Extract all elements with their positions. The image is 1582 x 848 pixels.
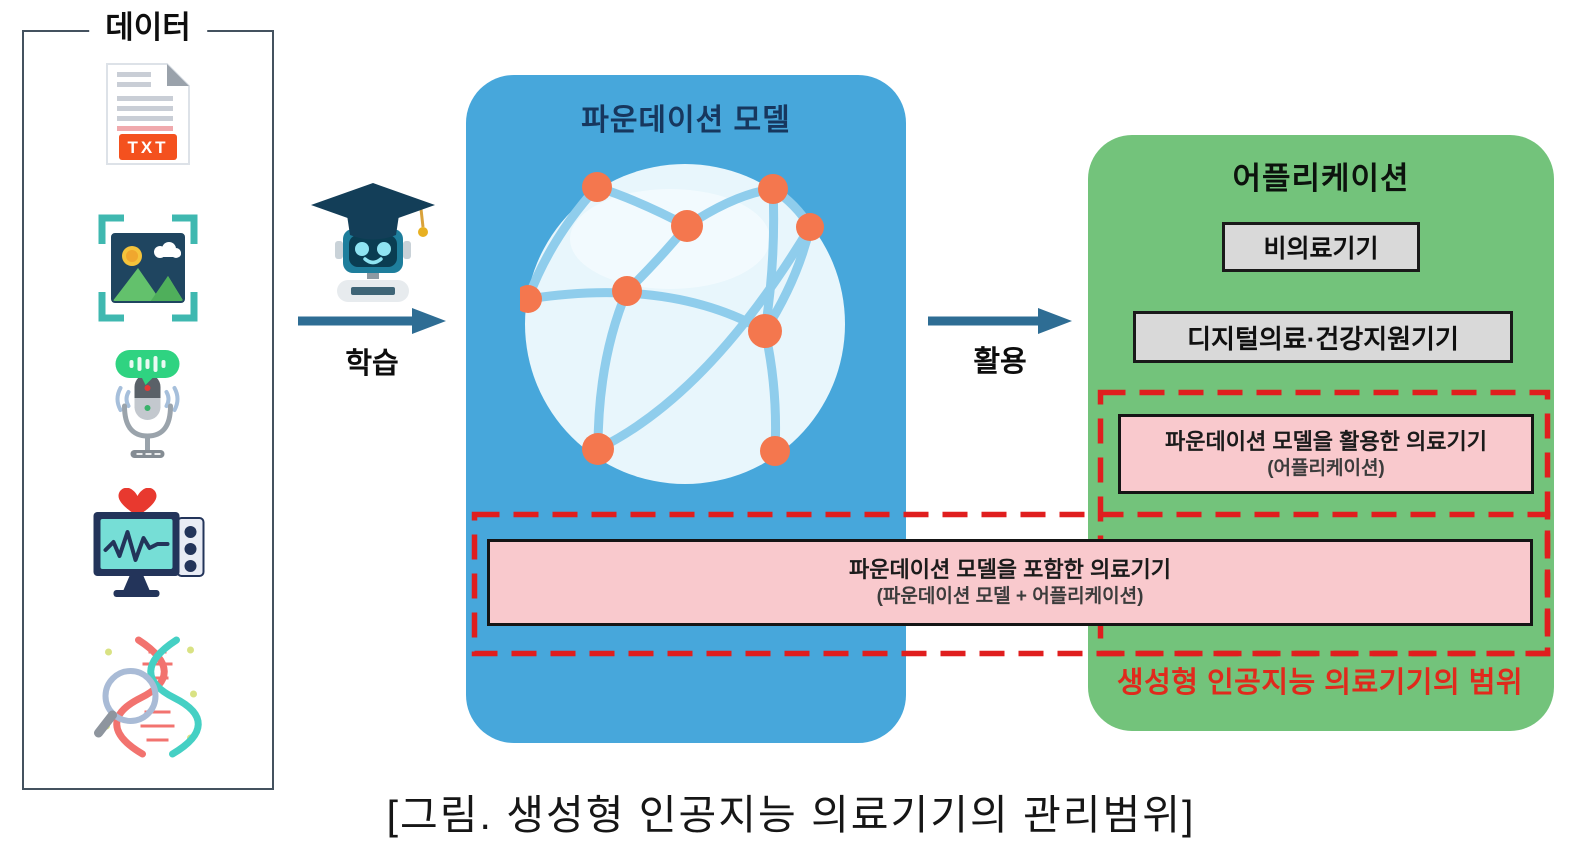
fm-applied-device-subtitle: (어플리케이션) bbox=[1267, 457, 1385, 479]
vital-signal-data-icon bbox=[93, 488, 205, 597]
generative-ai-scope-label: 생성형 인공지능 의료기기의 범위 bbox=[1116, 667, 1524, 699]
learn-arrow-icon bbox=[298, 308, 446, 334]
text-data-icon: TXT bbox=[106, 63, 190, 165]
txt-badge-label: TXT bbox=[127, 138, 168, 157]
fm-included-device-box: 파운데이션 모델을 포함한 의료기기 (파운데이션 모델 + 어플리케이션) bbox=[487, 539, 1533, 626]
voice-data-icon bbox=[115, 350, 180, 458]
data-panel-title: 데이터 bbox=[89, 8, 207, 49]
foundation-model-title: 파운데이션 모델 bbox=[581, 104, 791, 137]
non-medical-device-label: 비의료기기 bbox=[1263, 235, 1379, 263]
network-globe-icon bbox=[520, 164, 845, 484]
non-medical-device-box: 비의료기기 bbox=[1222, 222, 1420, 272]
foundation-model-box: 파운데이션 모델 bbox=[466, 75, 906, 743]
application-title: 어플리케이션 bbox=[1232, 161, 1410, 196]
fm-included-device-subtitle: (파운데이션 모델 + 어플리케이션) bbox=[876, 586, 1144, 607]
genomic-data-icon bbox=[94, 636, 202, 758]
digital-health-device-label: 디지털의료·건강지원기기 bbox=[1187, 323, 1459, 354]
fm-included-device-title: 파운데이션 모델을 포함한 의료기기 bbox=[849, 557, 1171, 583]
digital-health-device-box: 디지털의료·건강지원기기 bbox=[1133, 311, 1513, 363]
image-data-icon bbox=[98, 214, 198, 322]
learn-label: 학습 bbox=[345, 348, 399, 380]
data-panel: 데이터 TXT bbox=[22, 8, 274, 790]
figure-caption: [그림. 생성형 인공지능 의료기기의 관리범위] bbox=[386, 792, 1196, 838]
utilize-label: 활용 bbox=[973, 346, 1027, 378]
robot-learning-icon bbox=[311, 183, 435, 302]
fm-applied-device-box: 파운데이션 모델을 활용한 의료기기 (어플리케이션) bbox=[1118, 414, 1534, 494]
fm-applied-device-title: 파운데이션 모델을 활용한 의료기기 bbox=[1165, 428, 1487, 454]
utilize-arrow-icon bbox=[928, 308, 1072, 334]
